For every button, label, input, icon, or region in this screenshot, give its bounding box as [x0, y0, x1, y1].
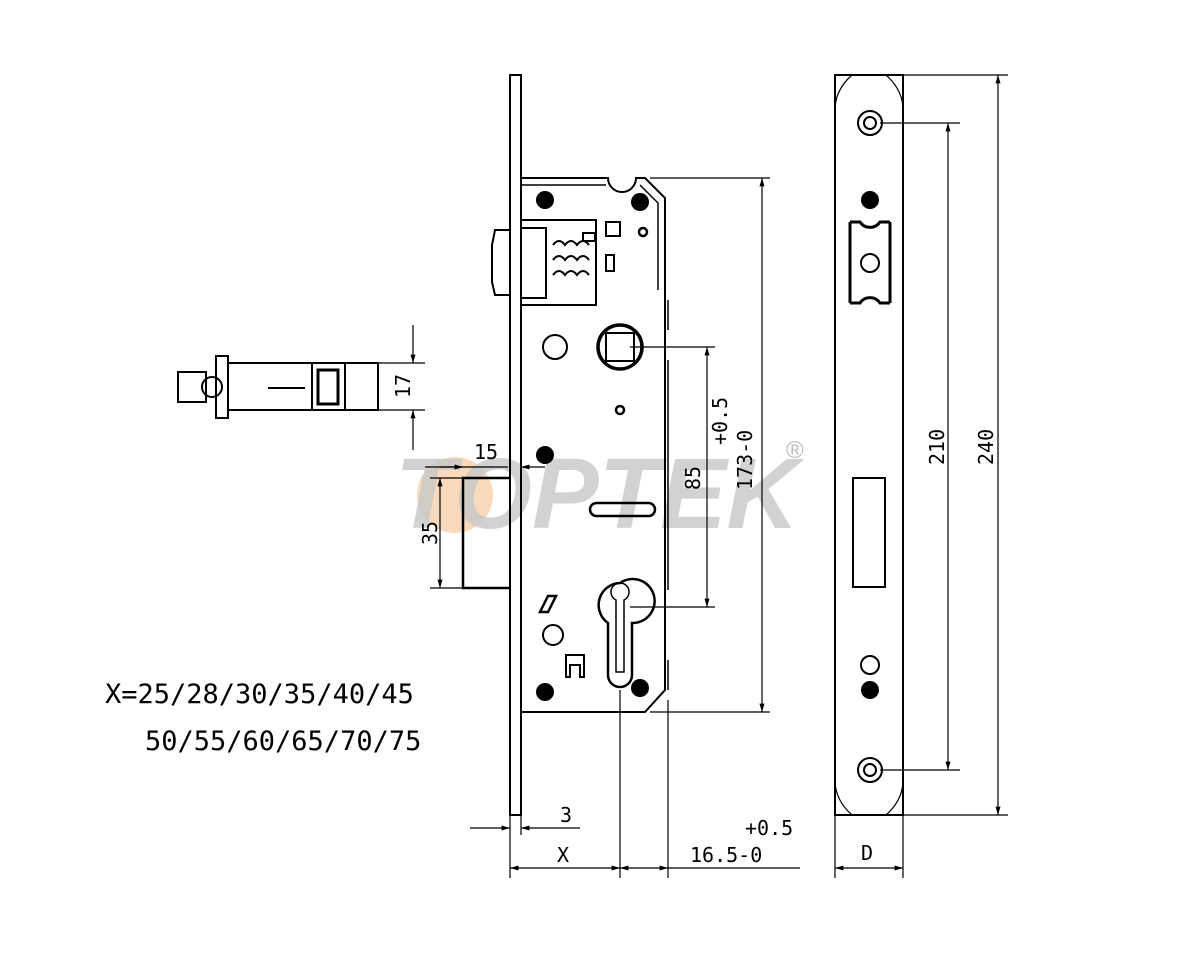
backset-note-line2: 50/55/60/65/70/75 — [145, 726, 421, 757]
dim-backset: X — [557, 843, 569, 867]
dim-deadbolt-height: 35 — [418, 521, 442, 545]
latch-side-view — [177, 355, 379, 419]
screws — [536, 191, 649, 701]
dim-210: 210 — [925, 429, 949, 465]
dim-depth-tolerance: +0.5 — [745, 816, 793, 840]
lock-dimensions — [425, 177, 800, 878]
dim-strike-depth: D — [861, 841, 873, 865]
strike-dimensions — [834, 74, 1008, 878]
dim-latch-height: 17 — [391, 374, 415, 398]
strike-plate — [834, 74, 904, 816]
latch-bolt — [491, 219, 621, 306]
faceplate — [509, 74, 522, 816]
dim-240: 240 — [974, 429, 998, 465]
cylinder-hole — [597, 577, 656, 689]
lock-case — [521, 177, 666, 713]
dim-depth: 16.5-0 — [690, 843, 762, 867]
registered-mark: ® — [786, 437, 804, 464]
hole — [542, 334, 568, 360]
watermark-accent — [417, 457, 493, 533]
dim-deadbolt-throw: 15 — [474, 440, 498, 464]
backset-note-line1: X=25/28/30/35/40/45 — [105, 679, 414, 710]
dim-3: 3 — [560, 803, 572, 827]
latch-height-dimension — [378, 325, 425, 450]
dim-case-tolerance: +0.5 — [708, 397, 732, 445]
dim-85: 85 — [681, 466, 705, 490]
deadbolt — [461, 476, 510, 590]
dim-case-height: 173-0 — [733, 430, 757, 490]
slot — [588, 501, 657, 518]
